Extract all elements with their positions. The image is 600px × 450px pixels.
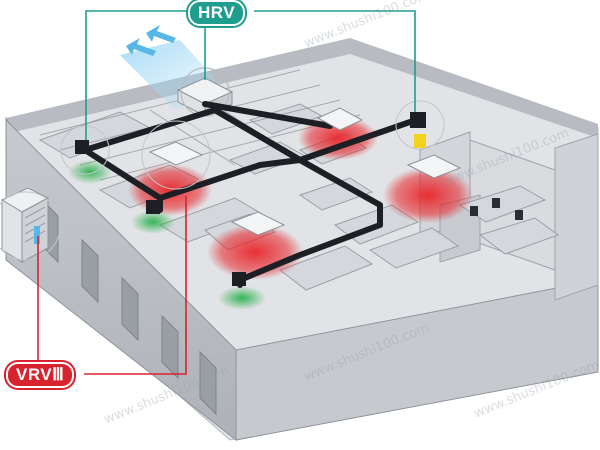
vrv-label: VRVⅢ (6, 362, 75, 388)
hrv-label: HRV (188, 0, 246, 26)
exhaust-zone (128, 164, 212, 216)
supply-zone (131, 210, 175, 234)
back-wall (6, 38, 598, 138)
computer-monitors (470, 198, 523, 220)
vrv-callout-lines (37, 196, 187, 375)
ceiling-cassette-icon (141, 107, 462, 236)
window (121, 276, 139, 342)
window (81, 238, 99, 304)
junction-boxes (75, 112, 426, 286)
window (199, 350, 217, 416)
highlight-ring (395, 100, 445, 150)
hrv-callout-lines (85, 10, 416, 140)
supply-zone (68, 160, 112, 184)
highlight-ring (60, 125, 110, 175)
double-arrow-icon (126, 25, 176, 56)
front-wall (235, 279, 599, 441)
exhaust-zone (298, 116, 378, 160)
outdoor-ac-unit-icon (0, 187, 61, 263)
exhaust-zone (383, 167, 473, 223)
supply-zone (218, 286, 266, 310)
window (161, 314, 179, 380)
filter-box (414, 134, 426, 148)
right-wall (554, 133, 599, 301)
